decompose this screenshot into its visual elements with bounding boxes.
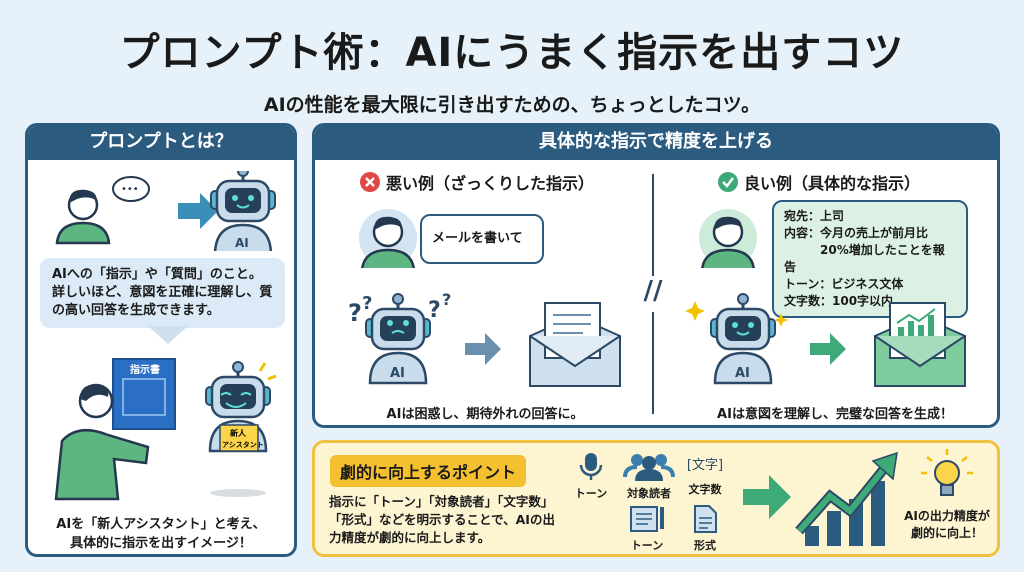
left-caption-line1: AIを「新人アシスタント」と考え、	[56, 517, 266, 532]
page-title: プロンプト術：AIにうまく指示を出すコツ	[119, 30, 905, 76]
page-subtitle: AIの性能を最大限に引き出すための、ちょっとしたコツ。	[263, 94, 761, 116]
good-caption: AIは意図を理解し、完璧な回答を生成！	[717, 407, 953, 422]
user-avatar	[699, 209, 757, 268]
result-line2: 劇的に向上！	[910, 526, 983, 540]
divider-slash: //	[637, 276, 669, 312]
growth-chart-icon	[795, 451, 898, 546]
audience-icon	[623, 454, 675, 481]
icon-label: トーン	[574, 487, 608, 500]
lightbulb-icon	[921, 449, 973, 496]
comparison-panel: 具体的な指示で精度を上げる 悪い例（ざっくりした指示） メールを書いて ?? ?…	[312, 123, 1000, 428]
icon-char-count: [文字] 文字数	[681, 451, 729, 497]
microphone-icon	[579, 453, 603, 480]
prompt-line: トーン：ビジネス文体	[784, 277, 904, 291]
good-heading-text: 良い例（具体的な指示）	[744, 174, 921, 193]
key-points-tag: 劇的に向上するポイント	[330, 455, 527, 487]
robot-ai-label: AI	[235, 236, 249, 250]
arrow-right-icon	[465, 333, 501, 365]
icon-label: トーン	[630, 539, 664, 552]
char-count-icon: [文字]	[686, 458, 724, 473]
key-points-description: 指示に「トーン」「対象読者」「文字数」「形式」などを明示することで、AIの出力精…	[329, 494, 555, 545]
bad-caption: AIは困惑し、期待外れの回答に。	[386, 407, 584, 422]
good-result-illustration: AI	[685, 292, 966, 387]
definition-bubble: AIへの「指示」や「質問」のこと。詳しいほど、意図を正確に理解し、質の高い回答を…	[40, 258, 285, 328]
svg-text:AI: AI	[735, 366, 750, 381]
sparkle-icon	[685, 301, 705, 321]
panel-header: プロンプトとは？	[28, 126, 294, 160]
prompt-line: 宛先：上司	[784, 209, 845, 223]
prompt-line: 文字数：100字以内	[784, 294, 894, 308]
svg-text:?: ?	[362, 293, 372, 314]
svg-text:新人: 新人	[230, 428, 247, 438]
key-points-panel: 劇的に向上するポイント 指示に「トーン」「対象読者」「文字数」「形式」などを明示…	[312, 440, 1000, 557]
bad-result-illustration: ?? ?? AI	[348, 291, 621, 387]
icon-label: 形式	[694, 539, 716, 552]
bad-prompt-bubble: メールを書いて	[420, 214, 544, 264]
prompt-definition-panel: プロンプトとは？ ••• AI AIへの「指示」や「質問」のこと。詳しいほど、意…	[25, 123, 297, 557]
svg-text:•••: •••	[121, 184, 139, 195]
panel-header: 具体的な指示で精度を上げる	[315, 126, 997, 160]
thought-bubble-icon	[112, 176, 150, 202]
arrow-right-icon	[743, 475, 791, 519]
icon-format: 形式	[681, 505, 729, 553]
notebook-icon	[630, 506, 664, 532]
svg-text:?: ?	[348, 299, 362, 327]
svg-text:?: ?	[442, 291, 451, 309]
person-to-robot-illustration: ••• AI	[55, 171, 277, 251]
prompt-line: 内容：今月の売上が前月比	[784, 226, 929, 240]
arrow-right-icon	[810, 333, 846, 365]
good-prompt-bubble: 宛先：上司 内容：今月の売上が前月比 20%増加したことを報告 トーン：ビジネス…	[772, 200, 968, 318]
svg-text:?: ?	[428, 298, 441, 323]
check-circle-icon	[718, 172, 738, 192]
svg-text:アシスタント: アシスタント	[222, 440, 264, 449]
svg-text:AI: AI	[390, 366, 405, 381]
icon-label: 対象読者	[627, 487, 671, 500]
bad-heading-text: 悪い例（ざっくりした指示）	[386, 174, 595, 193]
x-circle-icon	[360, 172, 380, 192]
arrow-right-icon	[178, 193, 218, 229]
good-example-heading: 良い例（具体的な指示）	[718, 170, 920, 194]
icon-tone: トーン	[569, 451, 613, 501]
new-assistant-illustration: 指示書 新人 アシスタント	[54, 358, 277, 501]
svg-text:指示書: 指示書	[130, 363, 160, 376]
arrow-down-icon	[148, 326, 188, 344]
document-icon	[694, 505, 717, 533]
prompt-line: 20%増加したことを報告	[784, 243, 945, 274]
person-icon	[55, 188, 111, 245]
new-assistant-badge	[219, 424, 259, 452]
icon-tone-2: トーン	[623, 505, 671, 553]
left-caption-line2: 具体的に指示を出すイメージ！	[70, 536, 252, 551]
bad-example-heading: 悪い例（ざっくりした指示）	[360, 170, 594, 194]
result-line1: AIの出力精度が	[904, 509, 990, 523]
icon-audience: 対象読者	[621, 451, 677, 501]
user-avatar	[359, 209, 417, 268]
icon-label: 文字数	[688, 483, 722, 496]
